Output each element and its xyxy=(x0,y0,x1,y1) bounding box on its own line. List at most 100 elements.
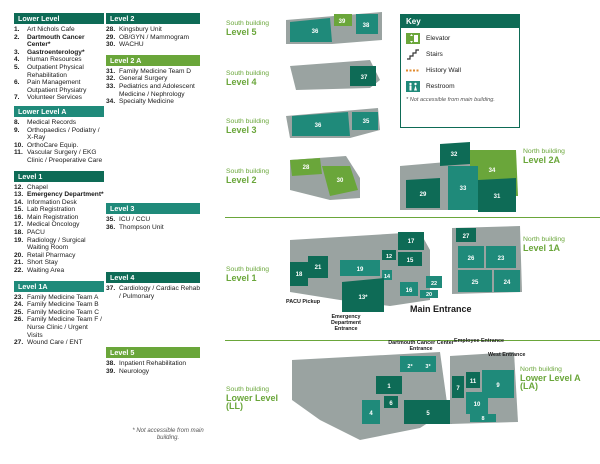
directory-item[interactable]: 21.Short Stay xyxy=(14,259,104,267)
directory-item[interactable]: 19.Radiology / Surgical Waiting Room xyxy=(14,237,104,252)
directory-item[interactable]: 26.Family Medicine Team F / Nurse Clinic… xyxy=(14,316,104,339)
directory-item[interactable]: 15.Lab Registration xyxy=(14,206,104,214)
section-title: Level 2 xyxy=(106,13,200,24)
map-num-15: 15 xyxy=(407,258,414,264)
map-num-35: 35 xyxy=(363,119,370,125)
directory-item[interactable]: 1.Art Nichols Cafe xyxy=(14,26,104,34)
area-15[interactable] xyxy=(398,252,422,266)
area-19[interactable] xyxy=(340,260,380,276)
section-title: Lower Level xyxy=(14,13,104,24)
directory-item[interactable]: 28.Kingsbury Unit xyxy=(106,26,200,34)
section-title: Lower Level A xyxy=(14,105,104,117)
directory-item[interactable]: 31.Family Medicine Team D xyxy=(106,68,200,76)
map-num-31: 31 xyxy=(494,194,501,200)
area-24[interactable] xyxy=(494,270,520,292)
area-2[interactable] xyxy=(400,356,420,372)
directory-item[interactable]: 24.Family Medicine Team B xyxy=(14,301,104,309)
area-20[interactable] xyxy=(420,290,438,298)
directory-item[interactable]: 22.Waiting Area xyxy=(14,267,104,275)
separator-bottom xyxy=(225,340,600,341)
area-4[interactable] xyxy=(362,400,380,424)
area-23[interactable] xyxy=(486,246,516,268)
directory-item-label: Short Stay xyxy=(27,259,58,267)
directory-item[interactable]: 39.Neurology xyxy=(106,368,200,376)
directory-item[interactable]: 16.Main Registration xyxy=(14,214,104,222)
area-13[interactable] xyxy=(342,278,384,312)
area-38[interactable] xyxy=(356,14,378,34)
area-28[interactable] xyxy=(290,158,322,176)
directory-item[interactable]: 33.Pediatrics and Adolescent Medicine / … xyxy=(106,83,200,98)
directory-item-number: 21. xyxy=(14,259,24,267)
area-36-l3[interactable] xyxy=(292,112,350,136)
directory-item[interactable]: 5.Outpatient Physical Rehabilitation xyxy=(14,64,104,79)
directory-item[interactable]: 20.Retail Pharmacy xyxy=(14,252,104,260)
directory-item[interactable]: 27.Wound Care / ENT xyxy=(14,339,104,347)
area-10[interactable] xyxy=(466,392,488,414)
area-21[interactable] xyxy=(308,256,328,278)
directory-item[interactable]: 18.PACU xyxy=(14,229,104,237)
directory-item[interactable]: 6.Pain Management Outpatient Physiatry xyxy=(14,79,104,94)
area-12[interactable] xyxy=(382,250,396,260)
directory-item[interactable]: 29.OB/GYN / Mammogram xyxy=(106,34,200,42)
area-37[interactable] xyxy=(350,66,376,86)
entrance-emergency: Emergency Department Entrance xyxy=(331,314,361,332)
directory-item[interactable]: 9.Orthopaedics / Podiatry / X-Ray xyxy=(14,127,104,142)
map-num-4: 4 xyxy=(369,411,373,417)
area-6[interactable] xyxy=(384,396,398,408)
directory-item[interactable]: 30.WACHU xyxy=(106,41,200,49)
directory-item[interactable]: 32.General Surgery xyxy=(106,75,200,83)
directory-item[interactable]: 7.Volunteer Services xyxy=(14,94,104,102)
directory-item[interactable]: 14.Information Desk xyxy=(14,199,104,207)
area-1[interactable] xyxy=(376,376,402,394)
directory-item-number: 17. xyxy=(14,221,24,229)
section-title: Level 3 xyxy=(106,203,200,214)
area-33[interactable] xyxy=(448,166,478,210)
area-27[interactable] xyxy=(456,228,476,242)
area-25[interactable] xyxy=(458,270,492,292)
area-16[interactable] xyxy=(400,282,418,296)
area-8[interactable] xyxy=(470,414,496,422)
directory-item[interactable]: 25.Family Medicine Team C xyxy=(14,309,104,317)
directory-item[interactable]: 37.Cardiology / Cardiac Rehab / Pulmonar… xyxy=(106,285,200,300)
key-elevator: Elevator xyxy=(406,33,514,44)
directory-item[interactable]: 38.Inpatient Rehabilitation xyxy=(106,360,200,368)
directory-item[interactable]: 8.Medical Records xyxy=(14,119,104,127)
map-num-24: 24 xyxy=(504,280,511,286)
area-11[interactable] xyxy=(466,372,480,388)
directory-item-label: Gastroenterology* xyxy=(27,48,85,56)
area-30[interactable] xyxy=(322,166,358,196)
area-5[interactable] xyxy=(404,400,452,424)
directory-item[interactable]: 2.Dartmouth Cancer Center* xyxy=(14,34,104,49)
area-26[interactable] xyxy=(458,246,484,268)
directory-item-label: OrthoCare Equip. xyxy=(27,141,79,149)
area-3[interactable] xyxy=(420,356,436,372)
area-32[interactable] xyxy=(440,142,470,166)
directory-item[interactable]: 13.Emergency Department* xyxy=(14,191,104,199)
area-7[interactable] xyxy=(452,376,464,398)
area-29[interactable] xyxy=(406,178,440,208)
area-18[interactable] xyxy=(290,262,308,286)
directory-item[interactable]: 10.OrthoCare Equip. xyxy=(14,142,104,150)
directory-item[interactable]: 36.Thompson Unit xyxy=(106,224,200,232)
directory-item[interactable]: 17.Medical Oncology xyxy=(14,221,104,229)
area-17[interactable] xyxy=(398,232,424,250)
area-14[interactable] xyxy=(382,270,392,280)
area-36-l5[interactable] xyxy=(290,18,332,42)
directory-item-label: Waiting Area xyxy=(27,267,65,275)
section-title: Level 4 xyxy=(106,272,200,283)
directory-item[interactable]: 11.Vascular Surgery / EKG Clinic / Preop… xyxy=(14,149,104,164)
area-22[interactable] xyxy=(426,276,442,288)
directory-item[interactable]: 34.Specialty Medicine xyxy=(106,98,200,106)
directory-item-label: Pain Management Outpatient Physiatry xyxy=(27,79,87,94)
directory-item[interactable]: 12.Chapel xyxy=(14,184,104,192)
area-39[interactable] xyxy=(334,14,352,26)
directory-item[interactable]: 35.ICU / CCU xyxy=(106,216,200,224)
area-31[interactable] xyxy=(478,178,516,212)
map-num-10: 10 xyxy=(474,402,481,408)
directory-item[interactable]: 4.Human Resources xyxy=(14,56,104,64)
directory-item[interactable]: 3.Gastroenterology* xyxy=(14,49,104,57)
area-35[interactable] xyxy=(352,112,378,130)
directory-item[interactable]: 23.Family Medicine Team A xyxy=(14,294,104,302)
